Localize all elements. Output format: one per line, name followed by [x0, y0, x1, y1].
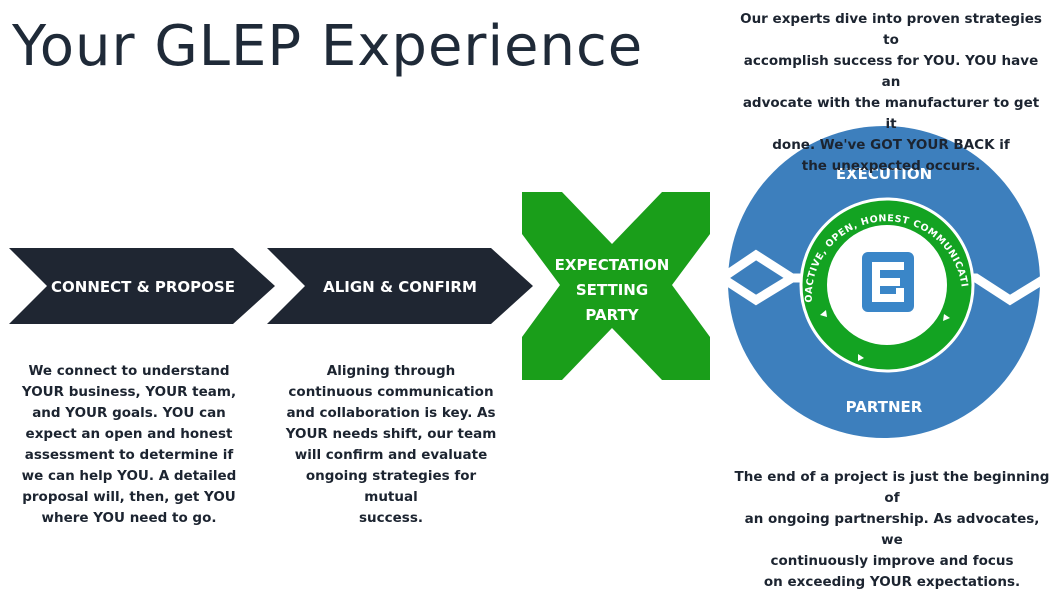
step-label: ALIGN & CONFIRM	[323, 278, 477, 296]
step-expectation-setting: EXPECTATION SETTING PARTY	[522, 192, 710, 380]
x-shape	[522, 192, 710, 380]
step-label-line: SETTING	[576, 281, 648, 299]
step-label-line: PARTY	[585, 306, 639, 324]
step-label-line: EXPECTATION	[555, 256, 670, 274]
partner-description: The end of a project is just the beginni…	[734, 469, 1050, 590]
step-align-confirm: ALIGN & CONFIRM	[267, 248, 533, 324]
cycle-split-bottom	[719, 274, 795, 306]
process-diagram: CONNECT & PROPOSE ALIGN & CONFIRM EXPECT…	[9, 126, 1040, 438]
logo-mark	[872, 262, 904, 302]
partner-label: PARTNER	[846, 398, 923, 416]
chevron-shape	[9, 248, 275, 324]
execution-label: EXECUTION	[836, 165, 932, 183]
ring-arrow-icon	[858, 354, 864, 361]
ring-arrow-icon	[820, 310, 827, 317]
page-title: Your GLEP Experience	[12, 14, 644, 79]
ring-arrow-icon	[943, 314, 950, 321]
execution-description: Our experts dive into proven strategies …	[740, 11, 1042, 174]
connect-propose-description: We connect to understand YOUR business, …	[21, 363, 237, 526]
chevron-shape	[267, 248, 533, 324]
step-label: CONNECT & PROPOSE	[51, 278, 235, 296]
glep-logo-icon	[862, 252, 914, 312]
step-connect-propose: CONNECT & PROPOSE	[9, 248, 275, 324]
align-confirm-description: Aligning through continuous communicatio…	[285, 363, 497, 526]
